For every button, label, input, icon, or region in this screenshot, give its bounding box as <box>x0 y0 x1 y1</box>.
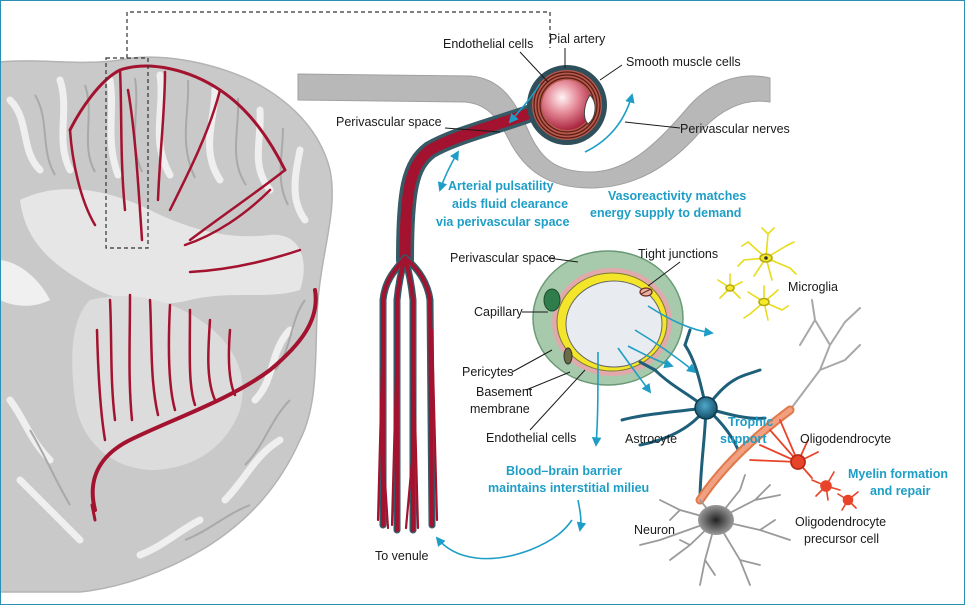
oligodendrocyte-axon <box>695 299 861 505</box>
penetrating-arteriole <box>376 99 554 534</box>
label-capillary: Capillary <box>474 305 523 319</box>
opc-cells <box>811 471 859 511</box>
leader-lines <box>444 48 681 431</box>
tight-junction <box>639 287 653 297</box>
pial-surface <box>297 73 771 189</box>
neuron-cell <box>639 474 791 586</box>
annotation-arrows <box>435 83 714 560</box>
label-neuron: Neuron <box>634 523 675 537</box>
pericyte-nucleus <box>543 288 561 312</box>
label-myelin-formation-1: Myelin formation <box>848 467 948 481</box>
label-trophic-support-1: Trophic <box>728 415 773 429</box>
brain-arteries <box>68 64 318 522</box>
label-arterial-pulsatility-3: via perivascular space <box>436 215 569 229</box>
label-blood-brain-barrier-2: maintains interstitial milieu <box>488 481 649 495</box>
label-endothelial-cells-top: Endothelial cells <box>443 37 533 51</box>
label-pericytes: Pericytes <box>462 365 513 379</box>
label-pial-artery: Pial artery <box>549 32 606 46</box>
astrocyte-cell <box>620 328 767 502</box>
pial-artery-cross-section <box>527 65 607 145</box>
zoom-connector <box>126 11 551 58</box>
brain-section <box>0 11 551 593</box>
label-blood-brain-barrier-1: Blood–brain barrier <box>506 464 622 478</box>
label-arterial-pulsatility-1: Arterial pulsatility <box>448 179 554 193</box>
capillary-cross-section <box>532 250 684 386</box>
microglia-cells <box>717 227 797 321</box>
label-perivascular-space-capillary: Perivascular space <box>450 251 556 265</box>
label-opc-2: precursor cell <box>804 532 879 546</box>
oligodendrocyte-cell <box>749 419 819 479</box>
label-perivascular-nerves: Perivascular nerves <box>680 122 790 136</box>
endothelial-nucleus <box>563 347 573 365</box>
label-smooth-muscle-cells: Smooth muscle cells <box>626 55 741 69</box>
label-opc-1: Oligodendrocyte <box>795 515 886 529</box>
label-to-venule: To venule <box>375 549 429 563</box>
label-tight-junctions: Tight junctions <box>638 247 718 261</box>
label-basement-membrane-1: Basement <box>476 385 533 399</box>
label-basement-membrane-2: membrane <box>470 402 530 416</box>
label-oligodendrocyte: Oligodendrocyte <box>800 432 891 446</box>
label-endothelial-cells-capillary: Endothelial cells <box>486 431 576 445</box>
label-microglia: Microglia <box>788 280 838 294</box>
label-vasoreactivity-1: Vasoreactivity matches <box>608 189 746 203</box>
label-myelin-formation-2: and repair <box>870 484 931 498</box>
label-trophic-support-2: support <box>720 432 767 446</box>
text-labels: Pial artery Endothelial cells Smooth mus… <box>336 32 948 563</box>
label-arterial-pulsatility-2: aids fluid clearance <box>452 197 568 211</box>
label-perivascular-space-top: Perivascular space <box>336 115 442 129</box>
label-astrocyte: Astrocyte <box>625 432 677 446</box>
label-vasoreactivity-2: energy supply to demand <box>590 206 741 220</box>
